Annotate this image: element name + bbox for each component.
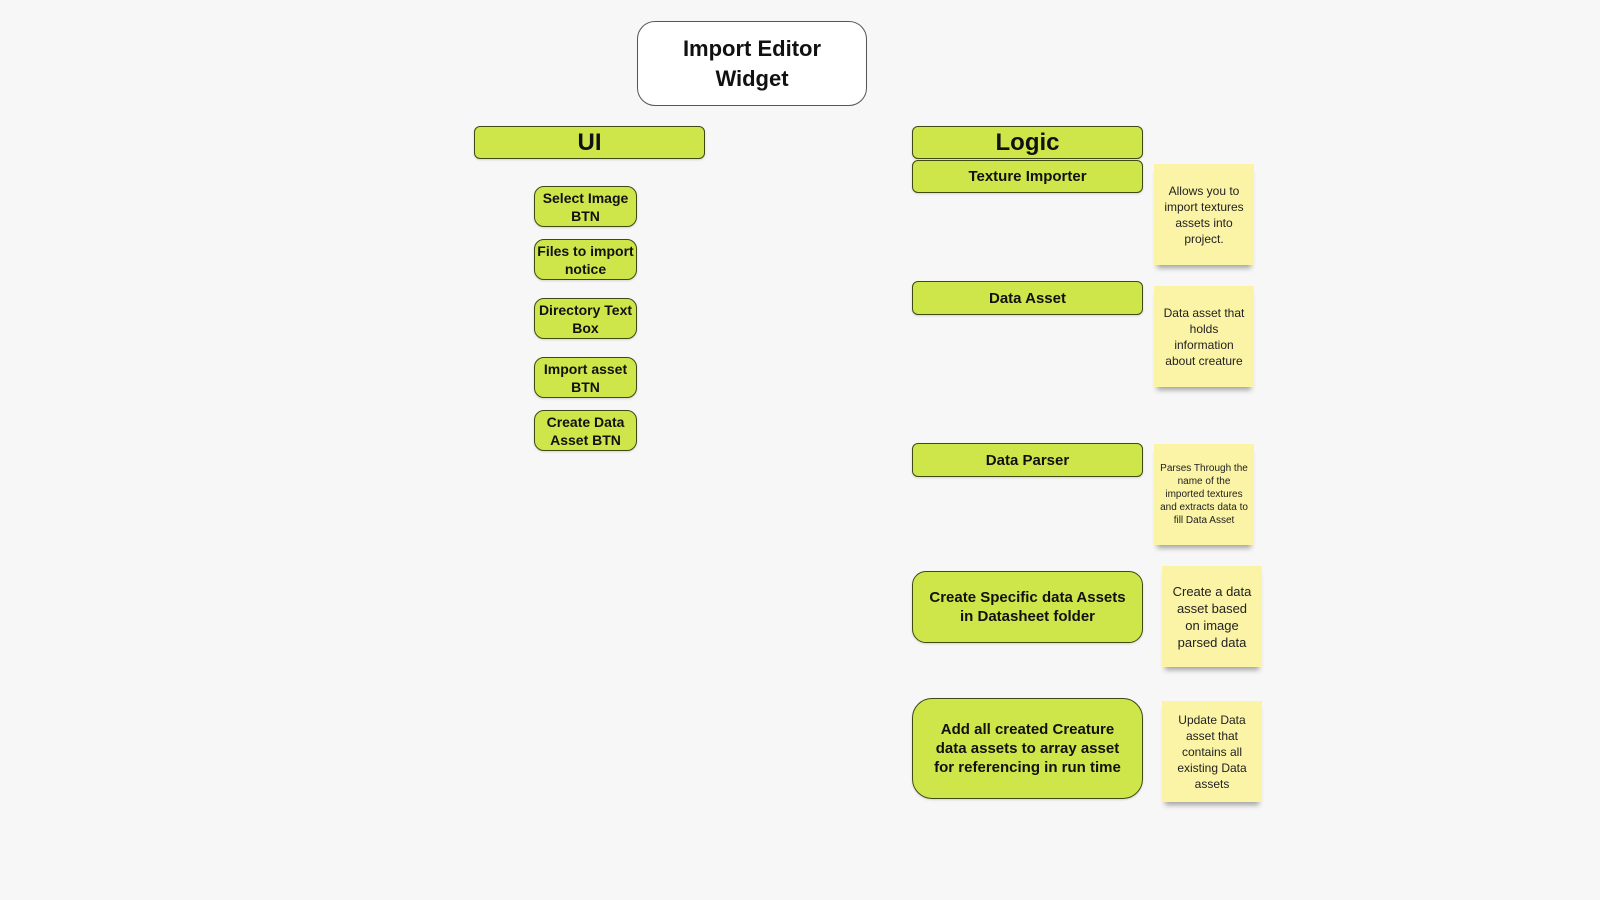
logic-item-texture-importer: Texture Importer <box>912 160 1143 193</box>
logic-item-create-specific-data-assets: Create Specific data Assets in Datasheet… <box>912 571 1143 643</box>
logic-item-data-parser: Data Parser <box>912 443 1143 477</box>
logic-item-add-created-assets-to-array: Add all created Creature data assets to … <box>912 698 1143 799</box>
ui-item-files-to-import-notice: Files to import notice <box>534 239 637 280</box>
sticky-note-update-data-asset: Update Data asset that contains all exis… <box>1162 701 1262 802</box>
ui-item-create-data-asset-btn: Create Data Asset BTN <box>534 410 637 451</box>
sticky-note-data-parser: Parses Through the name of the imported … <box>1154 444 1254 545</box>
ui-item-directory-text-box: Directory Text Box <box>534 298 637 339</box>
diagram-title: Import Editor Widget <box>637 21 867 106</box>
sticky-note-data-asset: Data asset that holds information about … <box>1154 286 1254 387</box>
sticky-note-create-data-asset: Create a data asset based on image parse… <box>1162 566 1262 667</box>
ui-header: UI <box>474 126 705 159</box>
ui-item-select-image-btn: Select Image BTN <box>534 186 637 227</box>
logic-item-data-asset: Data Asset <box>912 281 1143 315</box>
ui-item-import-asset-btn: Import asset BTN <box>534 357 637 398</box>
logic-header: Logic <box>912 126 1143 159</box>
sticky-note-texture-importer: Allows you to import textures assets int… <box>1154 164 1254 265</box>
